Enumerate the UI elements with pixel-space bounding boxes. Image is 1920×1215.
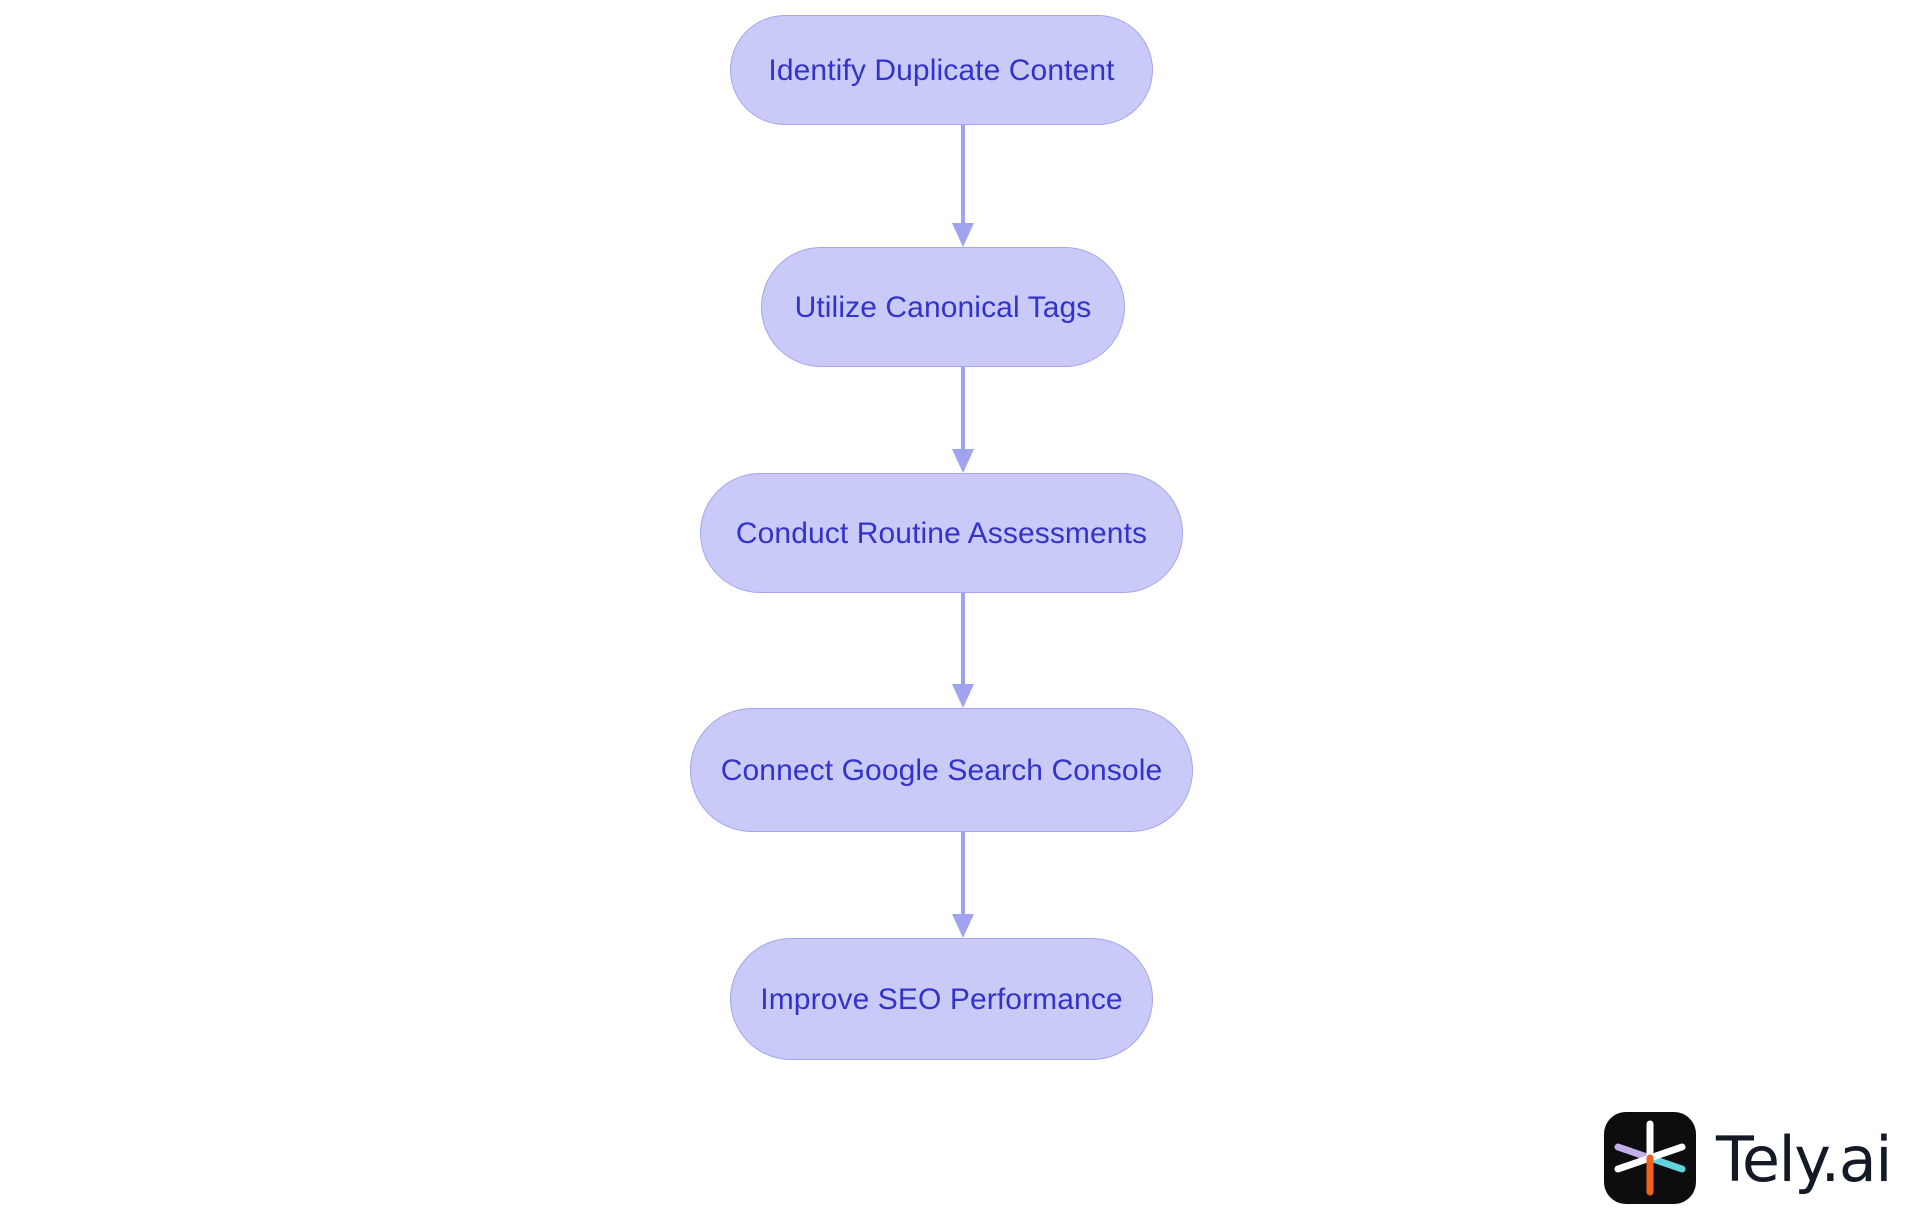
flow-node-utilize-canonical-tags[interactable]: Utilize Canonical Tags — [761, 247, 1125, 367]
flow-node-improve-seo-performance[interactable]: Improve SEO Performance — [730, 938, 1153, 1060]
flow-node-label: Improve SEO Performance — [760, 982, 1123, 1016]
flow-node-label: Identify Duplicate Content — [768, 53, 1115, 87]
tely-ai-logo: Tely.ai — [1604, 1112, 1893, 1204]
flow-node-connect-google-search-console[interactable]: Connect Google Search Console — [690, 708, 1193, 832]
connector-n2-n3 — [948, 367, 978, 475]
connector-n1-n2 — [948, 125, 978, 249]
flow-node-identify-duplicate-content[interactable]: Identify Duplicate Content — [730, 15, 1153, 125]
flow-node-label: Utilize Canonical Tags — [794, 290, 1092, 324]
tely-starburst-icon — [1604, 1112, 1696, 1204]
flow-node-label: Connect Google Search Console — [720, 753, 1163, 787]
connector-n3-n4 — [948, 593, 978, 710]
flow-node-conduct-routine-assessments[interactable]: Conduct Routine Assessments — [700, 473, 1183, 593]
connector-n4-n5 — [948, 832, 978, 940]
tely-ai-wordmark: Tely.ai — [1716, 1123, 1893, 1196]
flow-node-label: Conduct Routine Assessments — [735, 516, 1148, 550]
